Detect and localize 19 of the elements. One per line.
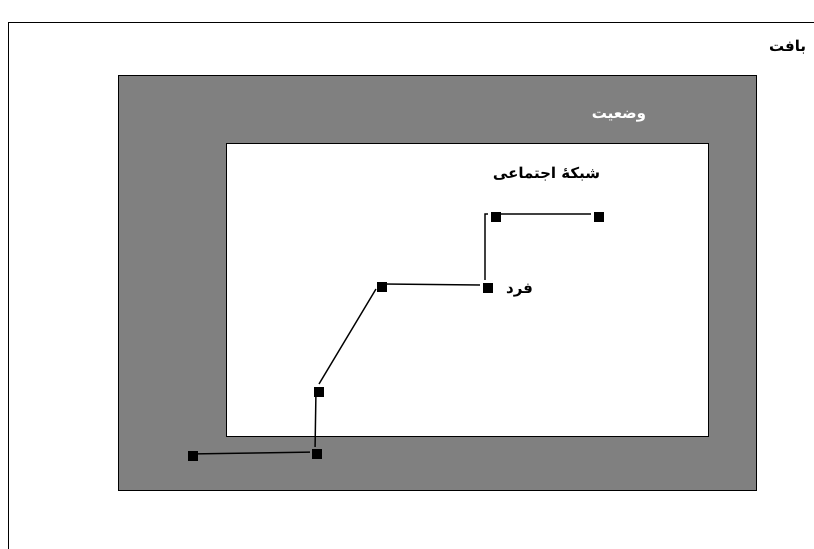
square-marker bbox=[314, 387, 324, 397]
square-marker bbox=[377, 282, 387, 292]
connector-line bbox=[384, 283, 480, 286]
connector-line bbox=[196, 451, 310, 455]
region-box bbox=[118, 75, 757, 491]
square-marker bbox=[483, 283, 493, 293]
square-marker bbox=[491, 212, 501, 222]
region-label: وضعیت bbox=[592, 104, 646, 122]
connector-line bbox=[484, 213, 488, 280]
connector-line bbox=[318, 288, 377, 384]
region-box bbox=[226, 143, 709, 437]
square-marker bbox=[188, 451, 198, 461]
connector-line bbox=[498, 213, 591, 215]
region-label: شبکۀ اجتماعی bbox=[492, 164, 600, 182]
square-marker bbox=[312, 449, 322, 459]
square-marker bbox=[594, 212, 604, 222]
frame bbox=[8, 22, 814, 549]
node-label: فرد bbox=[506, 279, 533, 297]
region-label: بافت bbox=[769, 37, 806, 55]
